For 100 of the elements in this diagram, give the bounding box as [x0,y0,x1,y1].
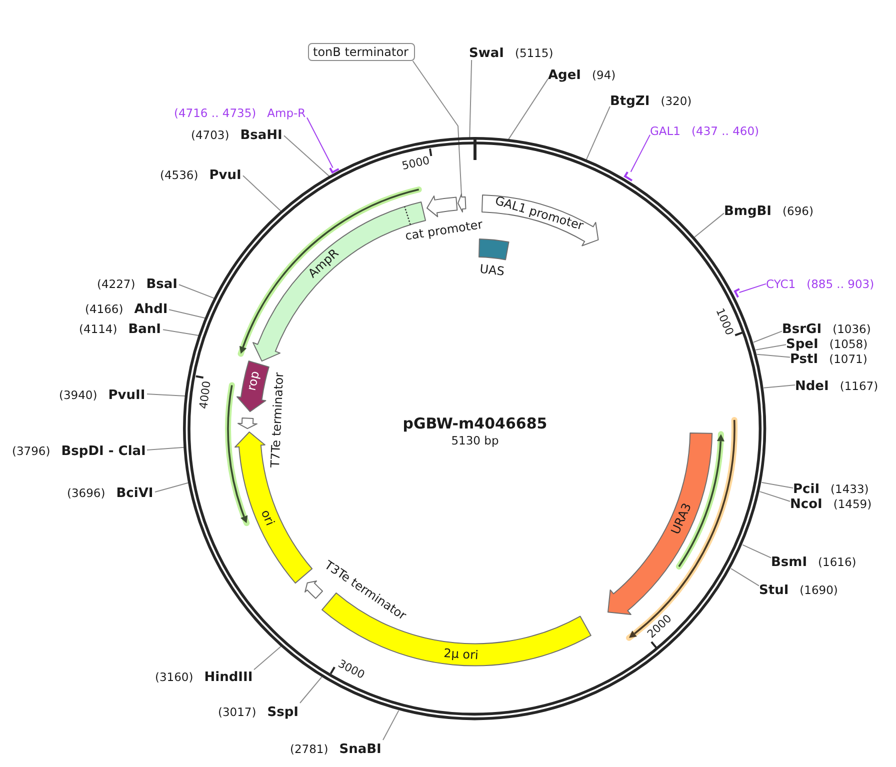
enzyme-name: PciI [793,482,820,497]
enzyme-name: PvuI [209,168,242,183]
cut-position: (3696) [67,486,106,500]
cut-position: (1459) [833,497,872,511]
feature-segment [252,202,426,361]
leader-line [254,646,282,670]
leader-line [146,394,186,397]
enzyme-name: SnaBI [339,742,382,757]
enzyme-name: BmgBI [724,204,772,219]
leader-line [146,446,184,450]
feature-label: ori [258,508,276,528]
leader-line [763,384,796,388]
feature-label: rop [245,370,263,392]
cut-position: (1433) [830,482,869,496]
leader-line [759,491,790,502]
enzyme-name: SwaI [469,46,504,61]
leader-line [586,106,610,160]
cut-position: (3017) [218,705,256,719]
enzyme-name: BanI [128,322,162,337]
leader-line [469,60,472,138]
leader-line [761,482,794,488]
leader-line [162,329,200,336]
cut-position: (5115) [514,46,554,60]
cut-position: (1058) [829,337,868,351]
enzyme-name: BspDI - ClaI [61,444,146,459]
enzyme-name: PstI [790,352,818,367]
plasmid-name: pGBW-m4046685 [402,415,548,433]
feature-segment [458,194,466,212]
enzyme-name: AhdI [134,302,168,317]
primer-name: GAL1 [650,124,681,138]
feature-callout: tonB terminator [308,43,415,61]
primer-range: (437 .. 460) [692,124,760,138]
tick-label: 3000 [336,658,367,682]
leader-line [242,175,282,212]
leader-line [694,212,724,238]
cut-position: (1690) [800,583,838,597]
plasmid-length: 5130 bp [451,434,499,448]
leader-line [755,344,786,350]
cut-position: (4536) [160,168,198,182]
cut-position: (3796) [12,444,50,458]
enzyme-name: HindIII [204,670,253,685]
cut-position: (4703) [191,128,230,142]
enzyme-name: StuI [759,583,789,598]
enzyme-name: NcoI [790,497,822,512]
tick-label: 4000 [198,380,214,410]
primer-mark [734,289,740,298]
leader-line [306,117,334,168]
leader-line [742,544,772,558]
leader-line [730,568,760,586]
cut-position: (4166) [85,302,124,316]
enzyme-name: BciVI [116,486,154,501]
cut-position: (3160) [155,670,194,684]
enzyme-name: SspI [267,705,298,720]
leader-line [508,78,548,140]
cut-position: (3940) [59,388,98,402]
primer-name: Amp-R [267,106,306,120]
feature-segment [236,361,269,412]
cut-position: (4114) [79,322,118,336]
leader-line [412,60,462,195]
cut-position: (94) [592,68,616,82]
enzyme-name: BsmI [771,555,808,570]
enzyme-name: AgeI [548,68,582,83]
leader-line [178,284,215,299]
cut-position: (1036) [832,322,871,336]
enzyme-name: PvuII [108,388,146,403]
enzyme-name: NdeI [795,379,829,394]
enzyme-name: BsaI [146,277,178,292]
tick-label: 5000 [401,155,432,174]
leader-line [300,676,322,704]
feature-label: cat promoter [404,218,484,244]
feature-label: 2μ ori [443,646,479,662]
primer-mark [330,168,338,172]
feature-segment [608,432,712,614]
leader-line [284,135,330,177]
leader-line [756,354,790,358]
enzyme-name: SpeI [786,337,818,352]
cut-position: (320) [660,94,692,108]
cut-position: (2781) [290,742,328,756]
primer-range: (885 .. 903) [806,277,874,291]
cut-position: (1616) [818,555,856,569]
primer-mark [625,172,632,180]
leader-line [382,710,400,740]
enzyme-name: BtgZI [610,94,650,109]
feature-segment [482,194,598,246]
primer-name: CYC1 [766,277,796,291]
enzyme-name: BsaHI [240,128,282,143]
leader-line [168,309,206,319]
tick-label: 1000 [712,306,736,338]
enzyme-name: BsrGI [782,322,822,337]
cut-position: (4227) [97,277,136,291]
cut-position: (1167) [840,379,878,393]
primer-range: (4716 .. 4735) [174,106,256,120]
leader-line [154,482,189,492]
feature-label: T7Te terminator [269,372,288,468]
leader-line [630,134,650,172]
feature-label: UAS [479,262,506,280]
cut-position: (696) [782,204,814,218]
cut-position: (1071) [829,352,868,366]
leader-line [752,330,782,343]
feature-label: URA3 [669,501,696,537]
